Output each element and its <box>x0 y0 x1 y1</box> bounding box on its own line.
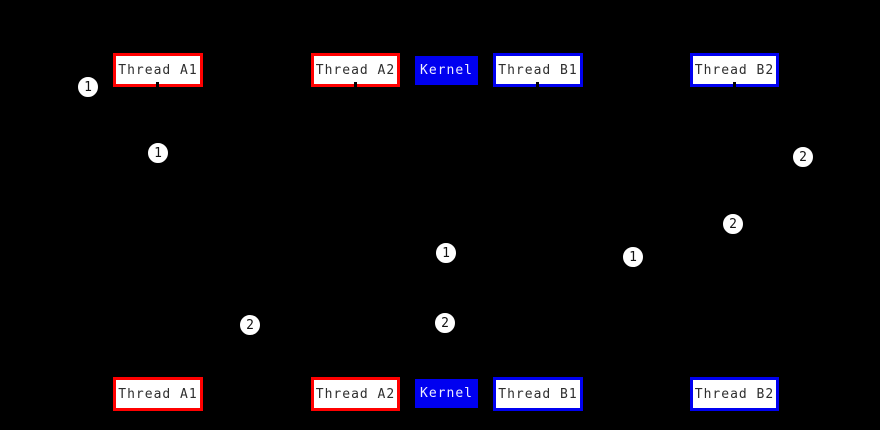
participant-label: Thread A2 <box>315 62 396 78</box>
participant-label: Thread B2 <box>694 62 775 78</box>
participant-thread-a1-top: Thread A1 <box>113 53 203 87</box>
participant-label: Thread A1 <box>118 386 198 402</box>
lifeline-notch <box>354 82 357 88</box>
participant-label: Thread B1 <box>498 62 578 78</box>
participant-label: Thread B1 <box>498 386 578 402</box>
sequence-number-badge: 2 <box>239 314 261 336</box>
participant-kernel-bottom: Kernel <box>415 379 478 408</box>
lifeline-notch <box>156 82 159 88</box>
sequence-number-badge: 1 <box>147 142 169 164</box>
sequence-number-badge: 2 <box>722 213 744 235</box>
participant-thread-b1-top: Thread B1 <box>493 53 583 87</box>
badge-label: 2 <box>799 149 807 165</box>
badge-label: 1 <box>154 145 162 161</box>
badge-label: 2 <box>729 216 737 232</box>
badge-label: 1 <box>442 245 450 261</box>
participant-label: Kernel <box>420 63 473 78</box>
participant-thread-b2-bottom: Thread B2 <box>690 377 779 411</box>
participant-label: Kernel <box>420 386 473 401</box>
sequence-number-badge: 2 <box>434 312 456 334</box>
sequence-number-badge: 2 <box>792 146 814 168</box>
participant-thread-a2-bottom: Thread A2 <box>311 377 400 411</box>
participant-thread-a1-bottom: Thread A1 <box>113 377 203 411</box>
lifeline-notch <box>733 82 736 88</box>
participant-label: Thread A1 <box>118 62 198 78</box>
participant-thread-b1-bottom: Thread B1 <box>493 377 583 411</box>
badge-label: 1 <box>629 249 637 265</box>
badge-label: 1 <box>84 79 92 95</box>
badge-label: 2 <box>246 317 254 333</box>
lifeline-notch <box>536 82 539 88</box>
sequence-number-badge: 1 <box>435 242 457 264</box>
sequence-number-badge: 1 <box>622 246 644 268</box>
participant-label: Thread B2 <box>694 386 775 402</box>
badge-label: 2 <box>441 315 449 331</box>
sequence-number-badge: 1 <box>77 76 99 98</box>
participant-label: Thread A2 <box>315 386 396 402</box>
participant-kernel-top: Kernel <box>415 56 478 85</box>
